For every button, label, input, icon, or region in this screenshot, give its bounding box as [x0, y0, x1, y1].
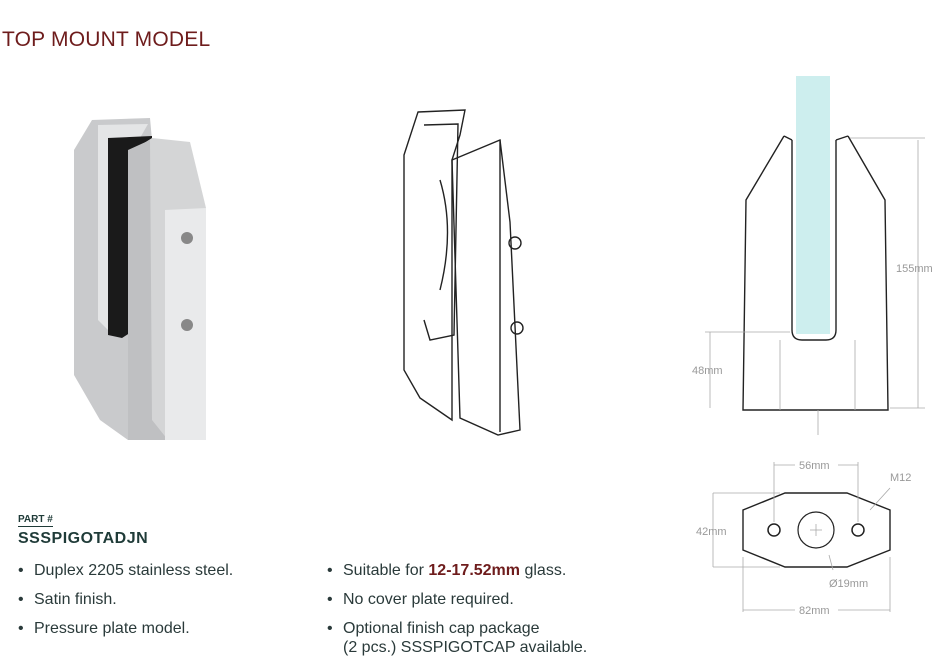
feature-item: Duplex 2205 stainless steel.	[18, 561, 233, 580]
features-right: Suitable for 12-17.52mm glass. No cover …	[327, 561, 587, 667]
feature-text: (2 pcs.) SSSPIGOTCAP available.	[343, 639, 588, 656]
part-number: SSSPIGOTADJN	[18, 530, 149, 547]
thread-label: M12	[890, 472, 911, 484]
features-left: Duplex 2205 stainless steel. Satin finis…	[18, 561, 233, 648]
page-title: TOP MOUNT MODEL	[2, 28, 211, 51]
base-height-dimension: 48mm	[692, 365, 723, 377]
feature-item: No cover plate required.	[327, 590, 587, 609]
glass-thickness-highlight: 12-17.52mm	[428, 562, 521, 579]
spigot-line-drawing	[403, 109, 524, 436]
spigot-section-drawing: 155mm 48mm	[692, 76, 933, 435]
height-dimension: 155mm	[896, 263, 933, 275]
spigot-render	[74, 118, 206, 440]
feature-text: glass.	[520, 562, 567, 579]
feature-item: Pressure plate model.	[18, 619, 233, 638]
width-dimension: 42mm	[696, 526, 727, 538]
feature-item: Optional finish cap package (2 pcs.) SSSP…	[327, 619, 587, 657]
base-plate-drawing: 56mm M12 42mm Ø19mm 82mm	[696, 460, 911, 617]
feature-item: Satin finish.	[18, 590, 233, 609]
feature-text: Suitable for	[343, 562, 429, 579]
part-label: PART #	[18, 514, 53, 527]
feature-item: Suitable for 12-17.52mm glass.	[327, 561, 587, 580]
center-hole-dimension: Ø19mm	[829, 578, 868, 590]
hole-spacing-dimension: 56mm	[799, 460, 830, 472]
length-dimension: 82mm	[799, 605, 830, 617]
feature-text: Optional finish cap package	[343, 620, 540, 637]
